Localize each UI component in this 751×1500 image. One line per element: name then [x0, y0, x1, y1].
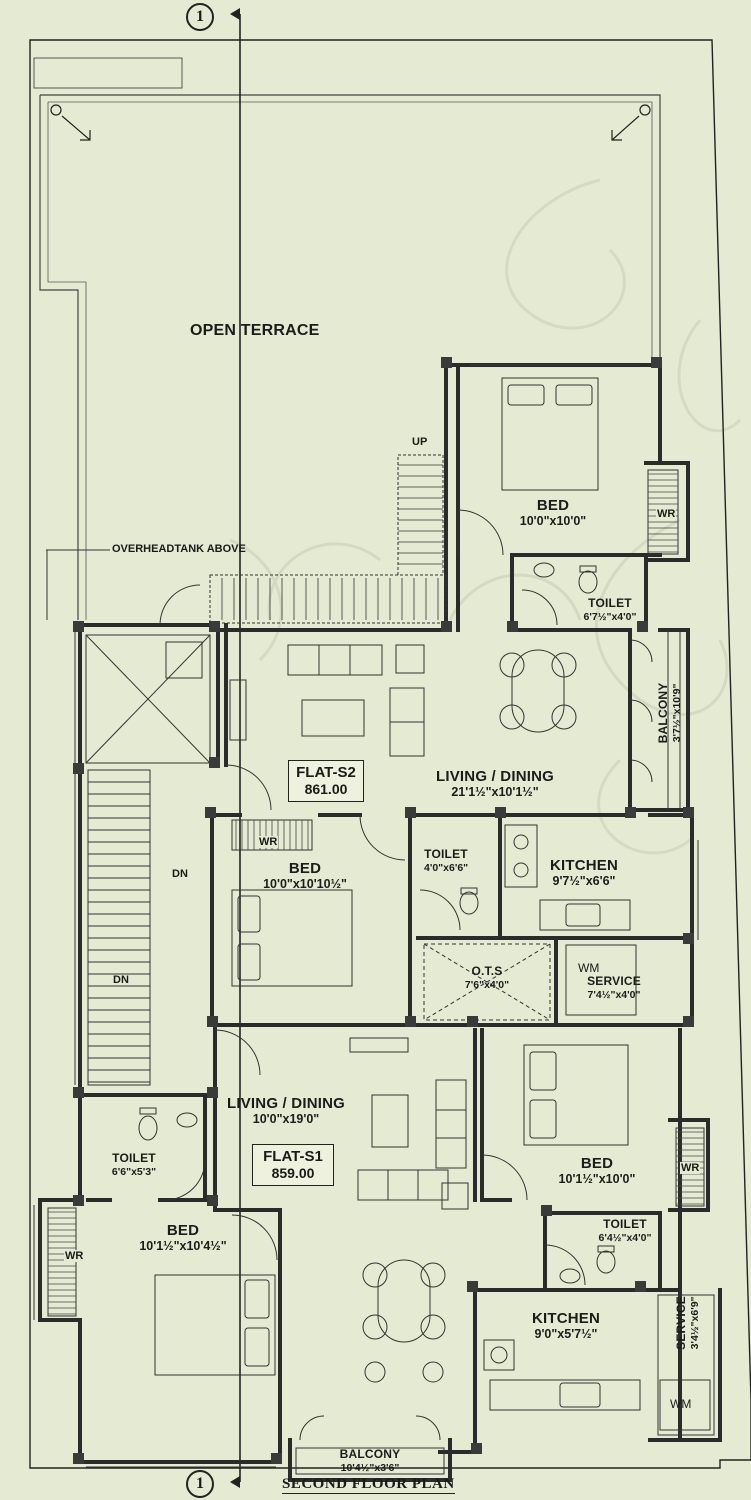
plan-caption: SECOND FLOOR PLAN [282, 1476, 455, 1494]
walls [38, 360, 722, 1482]
open-terrace-label: OPEN TERRACE [190, 322, 320, 339]
grid-marker-bottom: 1 [186, 1470, 214, 1498]
wardrobe-label: WR [656, 508, 677, 520]
wardrobe-label: WR [680, 1162, 701, 1174]
thin-lines [33, 364, 715, 1475]
wardrobe-label: WR [258, 836, 279, 848]
stair-dn-label: DN [172, 868, 188, 880]
plot-boundary [29, 39, 751, 1469]
up-stair-treads [221, 464, 443, 620]
structural-columns [73, 357, 694, 1464]
roof-parapet [33, 57, 183, 89]
stair-treads [88, 781, 150, 1083]
washing-machine-label: WM [578, 961, 600, 975]
doors [159, 509, 653, 1441]
stair-up-label: UP [412, 436, 428, 448]
staircase [87, 769, 151, 1086]
furniture [138, 377, 641, 1411]
overhead-tank-label: OVERHEADTANK ABOVE [112, 543, 246, 555]
up-stair [209, 454, 447, 624]
grid-marker-top: 1 [186, 3, 214, 31]
decorative-ornament [229, 178, 742, 855]
stair-dn-label: DN [113, 974, 129, 986]
wardrobe-label: WR [64, 1250, 85, 1262]
washing-machine-label: WM [670, 1397, 692, 1411]
terrace-outline [39, 94, 661, 620]
rain-water-corner-icon [50, 104, 651, 141]
